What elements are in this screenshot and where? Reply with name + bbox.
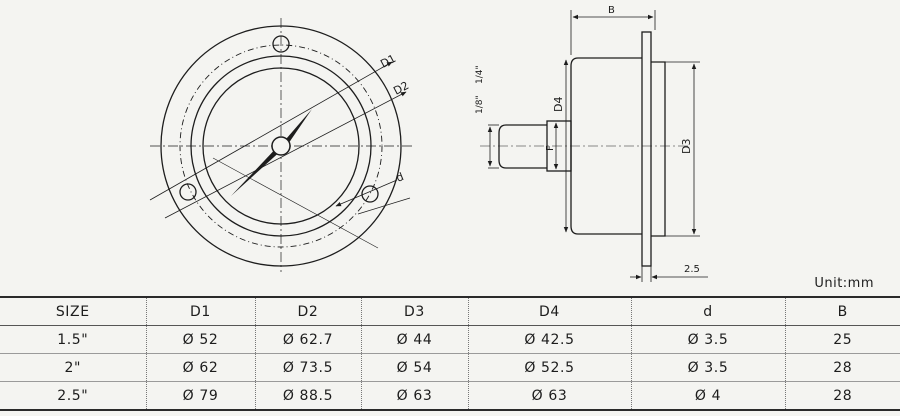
header-b: B (784, 297, 900, 326)
label-b: B (608, 5, 615, 16)
cell-size: 2.5" (0, 381, 146, 411)
thread-fitting (498, 124, 547, 169)
cell-d3: Ø 63 (360, 381, 468, 411)
cell-d2: Ø 88.5 (254, 381, 361, 411)
mounting-hole-right (361, 185, 379, 203)
side-view (480, 10, 708, 282)
header-d2: D2 (254, 297, 361, 326)
cell-d4: Ø 42.5 (467, 325, 631, 354)
table-row: 2" Ø 62 Ø 73.5 Ø 54 Ø 52.5 Ø 3.5 28 (0, 353, 900, 382)
table-header-row: SIZE D1 D2 D3 D4 d B (0, 297, 900, 326)
label-thread-1-8: 1/8" (475, 95, 485, 114)
label-d1: D1 (378, 52, 398, 71)
cell-b: 28 (784, 353, 900, 382)
header-d4: D4 (467, 297, 631, 326)
flange-plate (641, 31, 652, 267)
cell-size: 1.5" (0, 325, 146, 354)
label-f: F (545, 145, 556, 151)
front-view (149, 18, 412, 272)
cell-b: 28 (784, 381, 900, 411)
cell-d4: Ø 52.5 (467, 353, 631, 382)
pointer-needle (231, 109, 312, 196)
header-d: d (630, 297, 785, 326)
cell-d3: Ø 44 (360, 325, 468, 354)
label-thread-1-4: 1/4" (475, 65, 485, 84)
unit-label: Unit:mm (814, 276, 874, 291)
label-d2: D2 (391, 79, 411, 98)
table-row: 2.5" Ø 79 Ø 88.5 Ø 63 Ø 63 Ø 4 28 (0, 381, 900, 411)
header-size: SIZE (0, 297, 146, 326)
gauge-dimension-drawing: D1 D2 d B D4 F (149, 5, 708, 282)
cell-d1: Ø 62 (145, 353, 255, 382)
cell-b: 25 (784, 325, 900, 354)
cell-d: Ø 3.5 (630, 325, 785, 354)
dimension-table: SIZE D1 D2 D3 D4 d B 1.5" Ø 52 Ø 62.7 Ø … (0, 296, 900, 411)
label-d3: D3 (680, 139, 693, 154)
cell-d1: Ø 79 (145, 381, 255, 411)
cell-d3: Ø 54 (360, 353, 468, 382)
label-thickness: 2.5 (684, 264, 700, 275)
cell-size: 2" (0, 353, 146, 382)
cell-d2: Ø 73.5 (254, 353, 361, 382)
header-d3: D3 (360, 297, 468, 326)
header-d1: D1 (145, 297, 255, 326)
cell-d4: Ø 63 (467, 381, 631, 411)
cell-d2: Ø 62.7 (254, 325, 361, 354)
mounting-hole-left (179, 183, 197, 201)
cell-d: Ø 3.5 (630, 353, 785, 382)
label-d4: D4 (552, 97, 565, 112)
cell-d: Ø 4 (630, 381, 785, 411)
label-d: d (394, 170, 405, 185)
table-row: 1.5" Ø 52 Ø 62.7 Ø 44 Ø 42.5 Ø 3.5 25 (0, 325, 900, 354)
cell-d1: Ø 52 (145, 325, 255, 354)
